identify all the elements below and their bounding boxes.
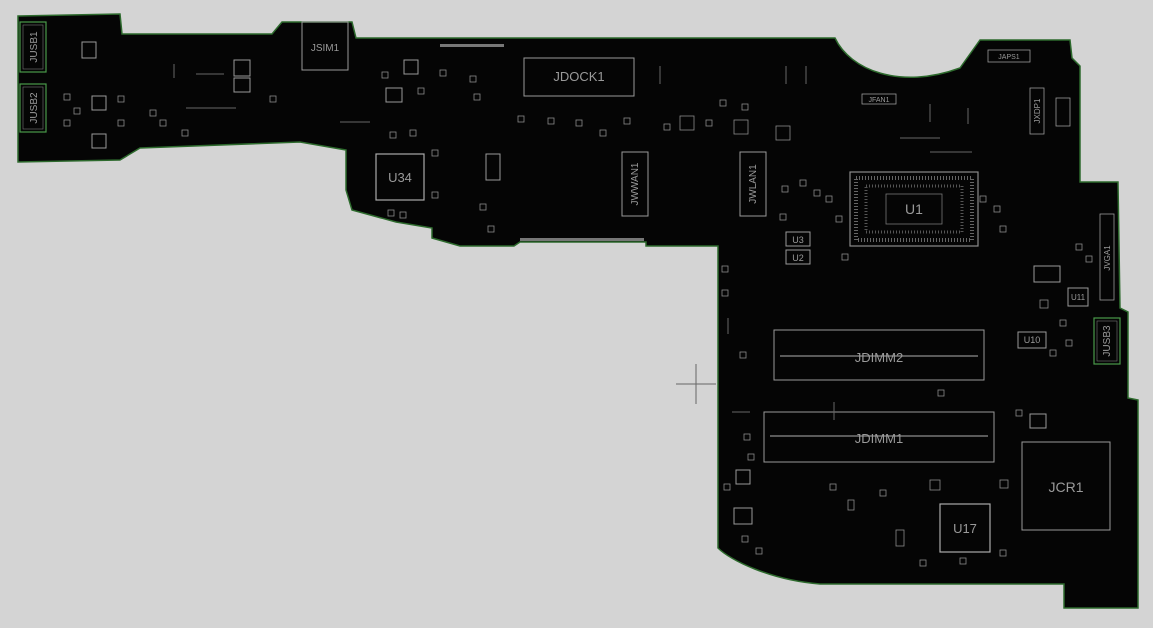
u17-chip[interactable]: U17: [939, 503, 991, 553]
jcr1-label: JCR1: [1048, 479, 1083, 495]
component: [520, 238, 644, 241]
jdimm2-slot[interactable]: JDIMM2: [773, 329, 985, 381]
component: [233, 59, 251, 77]
small-components: [63, 69, 1093, 567]
component: [233, 77, 251, 93]
jusb2-connector[interactable]: JUSB2: [19, 83, 47, 133]
component: [440, 44, 504, 47]
jdimm1-slot[interactable]: JDIMM1: [763, 411, 995, 463]
jwwan1-connector[interactable]: JWWAN1: [621, 151, 649, 217]
u11-chip[interactable]: U11: [1067, 287, 1089, 307]
u17-label: U17: [953, 521, 977, 536]
jusb3-connector[interactable]: JUSB3: [1093, 317, 1121, 365]
u1-label: U1: [905, 201, 923, 217]
component: [485, 153, 501, 181]
board-outline: [17, 13, 1139, 609]
jsim1-connector[interactable]: JSIM1: [301, 21, 349, 71]
jcr1-connector[interactable]: JCR1: [1021, 441, 1111, 531]
u10-label: U10: [1024, 335, 1041, 345]
component: [1029, 413, 1047, 429]
u34-label: U34: [388, 170, 412, 185]
u2-label: U2: [792, 253, 804, 263]
jdimm2-label: JDIMM2: [855, 350, 903, 365]
jusb1-label: JUSB1: [29, 31, 40, 63]
jusb1-connector[interactable]: JUSB1: [19, 21, 47, 73]
jwwan1-label: JWWAN1: [630, 162, 641, 205]
jfan1-connector[interactable]: JFAN1: [861, 93, 897, 105]
u1-chip[interactable]: U1: [849, 171, 979, 247]
component: [403, 59, 419, 75]
component: [733, 507, 753, 525]
u11-label: U11: [1071, 293, 1086, 302]
component: [1055, 97, 1071, 127]
u2-chip[interactable]: U2: [785, 249, 811, 265]
jusb2-label: JUSB2: [29, 92, 40, 124]
component: [735, 469, 751, 485]
silkscreen-marks: [173, 64, 972, 420]
jdock1-label: JDOCK1: [553, 69, 604, 84]
japs1-label: JAPS1: [998, 54, 1020, 61]
u3-chip[interactable]: U3: [785, 231, 811, 247]
jwlan1-connector[interactable]: JWLAN1: [739, 151, 767, 217]
component: [1033, 265, 1061, 283]
jfan1-label: JFAN1: [868, 97, 889, 104]
u34-chip[interactable]: U34: [375, 153, 425, 201]
component: [81, 41, 97, 59]
japs1-connector[interactable]: JAPS1: [987, 49, 1031, 63]
jwlan1-label: JWLAN1: [748, 164, 759, 204]
component: [91, 95, 107, 111]
jdimm1-label: JDIMM1: [855, 431, 903, 446]
jusb3-label: JUSB3: [1102, 325, 1113, 357]
component: [91, 133, 107, 149]
u10-chip[interactable]: U10: [1017, 331, 1047, 349]
component: [385, 87, 403, 103]
jvga1-label: JVGA1: [1103, 245, 1112, 271]
crosshair-icon: [676, 364, 716, 404]
jxdp1-connector[interactable]: JXDP1: [1029, 87, 1045, 135]
jvga1-connector[interactable]: JVGA1: [1099, 213, 1115, 301]
u3-label: U3: [792, 235, 804, 245]
jdock1-connector[interactable]: JDOCK1: [523, 57, 635, 97]
jxdp1-label: JXDP1: [1033, 98, 1042, 123]
jsim1-label: JSIM1: [311, 43, 340, 54]
